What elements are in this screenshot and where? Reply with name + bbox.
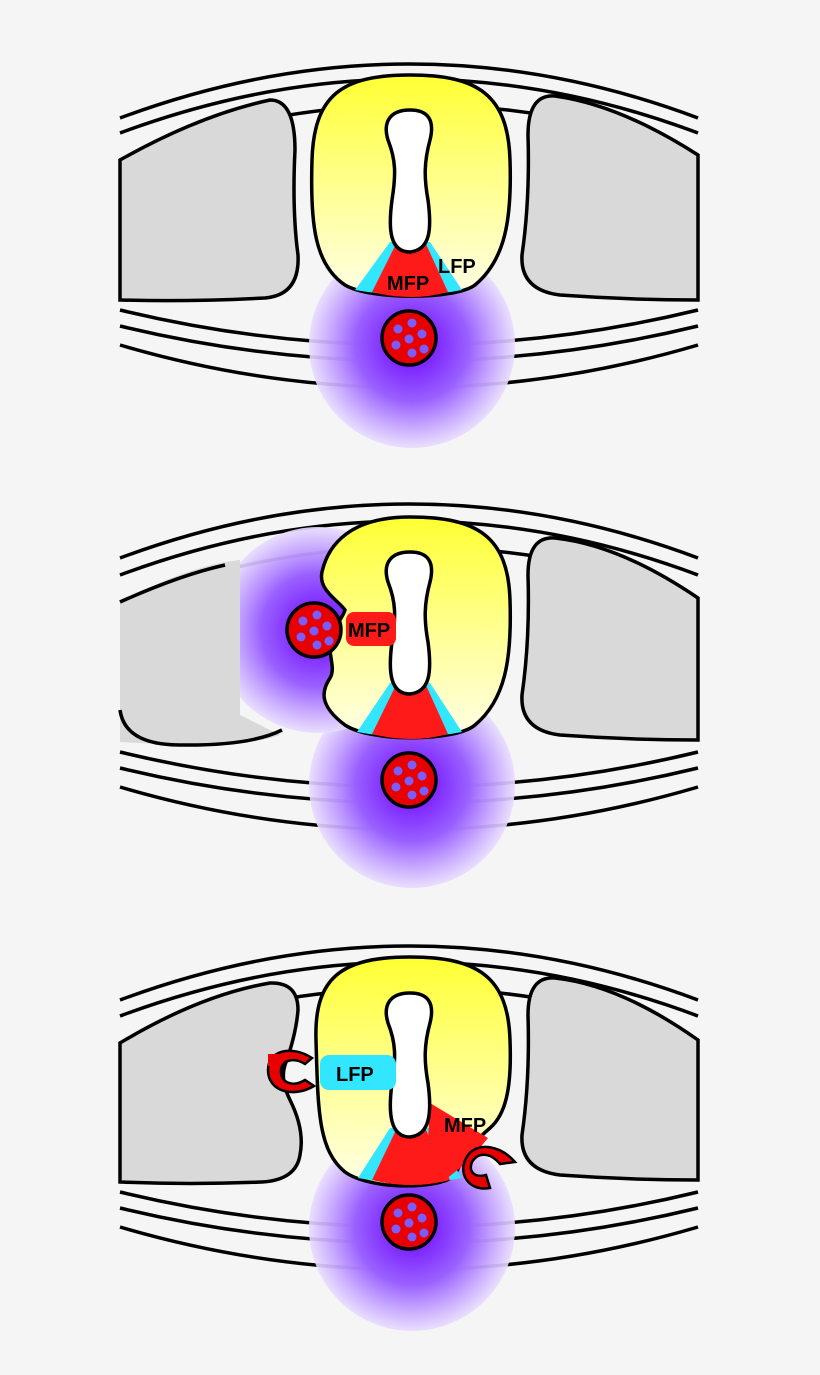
ectopic-lateral-floor-plate <box>320 1055 396 1090</box>
somite-left-outline <box>118 709 283 747</box>
neural-tube-lumen <box>384 550 434 696</box>
lfp-label: LFP <box>438 256 476 278</box>
left-implant-end <box>268 1054 280 1066</box>
notochord <box>380 1193 438 1251</box>
ectoderm-line <box>119 502 699 560</box>
medial-floor-plate <box>372 683 448 739</box>
panel-3: LFP MFP <box>118 944 700 1331</box>
mfp-label: MFP <box>444 1115 486 1137</box>
panel-1: MFP LFP <box>118 62 700 448</box>
somite-right <box>520 94 700 302</box>
somite-right <box>520 536 700 742</box>
neural-tube-lumen <box>384 991 434 1139</box>
notochord <box>380 751 438 809</box>
ectoderm-line <box>119 62 699 120</box>
somite-right <box>520 976 700 1182</box>
notochord <box>380 309 438 367</box>
somite-left-outline <box>119 563 226 604</box>
ectoderm-line <box>119 944 699 1002</box>
somite-left <box>120 560 280 746</box>
panel-2: MFP <box>118 502 700 888</box>
mfp-label: MFP <box>387 273 429 295</box>
ectopic-medial-floor-plate <box>346 612 396 646</box>
medial-floor-plate <box>372 242 448 297</box>
somite-left <box>118 98 300 303</box>
ectopic-medial-floor-plate <box>428 1103 488 1180</box>
mfp-label: MFP <box>348 620 390 642</box>
right-implant <box>462 1145 518 1190</box>
neural-tube-lumen <box>384 108 434 254</box>
grafted-notochord <box>285 601 343 659</box>
lfp-label: LFP <box>336 1064 374 1086</box>
